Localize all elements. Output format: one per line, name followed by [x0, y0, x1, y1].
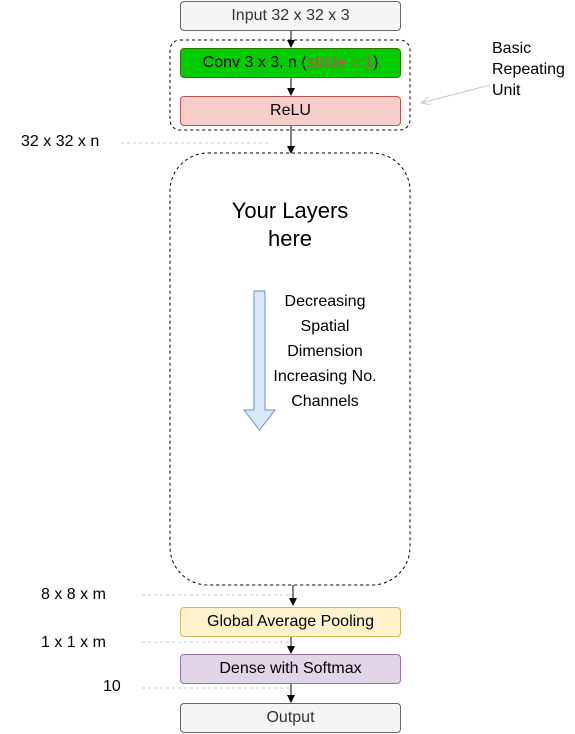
arrow-note-line1: Decreasing: [284, 293, 366, 310]
arrow-note-line5: Channels: [291, 393, 359, 410]
dim-label-after-unit: 32 x 32 x n: [21, 133, 100, 150]
annotation-line3: Unit: [492, 82, 521, 99]
global-average-pooling-node: Global Average Pooling: [180, 607, 401, 637]
conv-label-suffix: ): [372, 54, 379, 71]
dim-label-before-gap: 8 x 8 x m: [41, 586, 106, 603]
arrow-note-line2: Spatial: [300, 318, 350, 335]
relu-node: ReLU: [180, 96, 401, 126]
annotation-line2: Repeating: [492, 61, 565, 78]
your-layers-line2: here: [267, 226, 313, 251]
annotation-pointer: [421, 84, 491, 103]
arrow-note-line3: Dimension: [287, 343, 363, 360]
dense-softmax-node: Dense with Softmax: [180, 654, 401, 684]
conv-stride-label: stride = 1: [306, 54, 373, 71]
your-layers-title: Your Layers here: [190, 197, 390, 253]
input-node: Input 32 x 32 x 3: [180, 1, 401, 31]
your-layers-container: [169, 152, 411, 586]
conv-node: Conv 3 x 3, n (stride = 1): [180, 48, 401, 78]
dim-label-after-dense: 10: [103, 678, 121, 695]
output-node: Output: [180, 703, 401, 733]
your-layers-line1: Your Layers: [231, 198, 349, 223]
big-down-arrow-icon: [242, 290, 277, 431]
dim-label-after-gap: 1 x 1 x m: [41, 634, 106, 651]
conv-label-prefix: Conv 3 x 3, n (: [202, 54, 307, 71]
basic-repeating-unit-annotation: Basic Repeating Unit: [492, 38, 565, 101]
arrow-note: Decreasing Spatial Dimension Increasing …: [262, 289, 388, 414]
arrow-note-line4: Increasing No.: [273, 368, 377, 385]
annotation-line1: Basic: [492, 40, 532, 57]
